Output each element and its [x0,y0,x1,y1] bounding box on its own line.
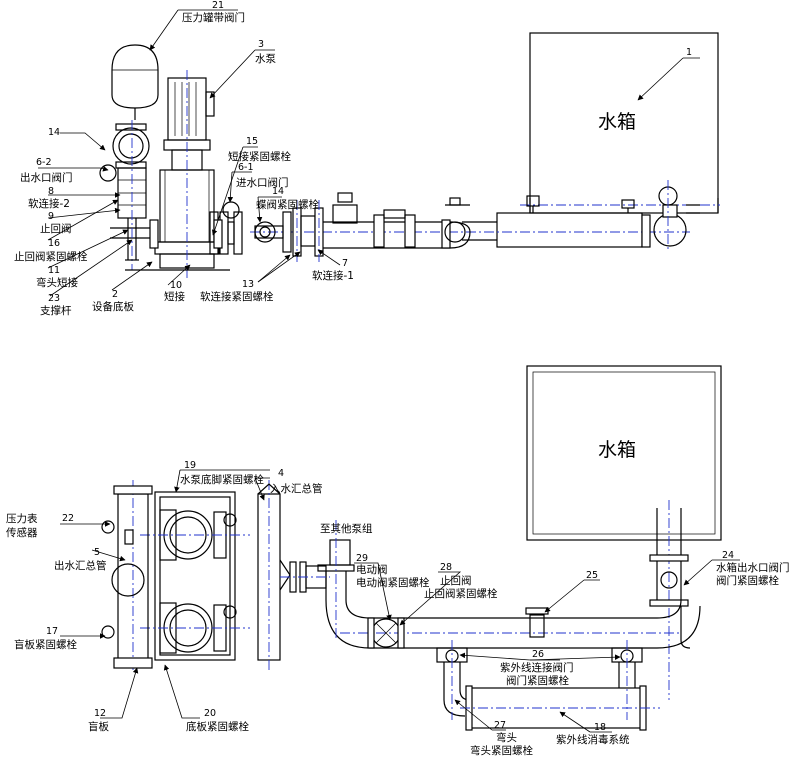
callout-28-text-2: 止回阀紧固螺栓 [424,587,498,600]
callout-26-text-2: 阀门紧固螺栓 [506,674,569,687]
callout-29-text-1: 电动阀 [356,563,388,576]
callout-18-text: 紫外线消毒系统 [556,733,630,746]
callout-12-num: 12 [94,708,106,719]
bottom-main-pipe [317,520,701,649]
callout-27-text-2: 弯头紧固螺栓 [470,744,533,757]
callout-18-num: 18 [594,722,606,733]
callout-2-text: 设备底板 [92,300,134,313]
bottom-leaders [60,469,740,733]
bottom-outlet-header [101,480,153,670]
callout-2-num: 2 [112,289,118,300]
callout-25-num: 25 [586,570,598,581]
bottom-view: 水箱 [6,365,790,757]
callout-6-2-text: 出水口阀门 [20,171,73,184]
callout-5-num: 5 [94,547,100,558]
top-pump [110,70,223,280]
callout-17-text: 盲板紧固螺栓 [14,638,77,651]
callout-11-num: 11 [48,265,60,276]
callout-6-2-num: 6-2 [36,157,52,168]
callout-20-text: 底板紧固螺栓 [186,720,249,733]
callout-15-text: 短接紧固螺栓 [228,150,291,163]
callout-27-text-1: 弯头 [496,731,517,744]
callout-19-num: 19 [184,460,196,471]
callout-28-num: 28 [440,562,452,573]
callout-12-text: 盲板 [88,720,109,733]
callout-5-text: 出水汇总管 [54,559,107,572]
callout-10-num: 10 [170,280,182,291]
callout-16-text: 止回阀紧固螺栓 [14,250,88,263]
callout-27-num: 27 [494,720,506,731]
callout-6-1-num: 6-1 [238,162,254,173]
callout-1-num: 1 [686,47,692,58]
callout-28-text-1: 止回阀 [440,574,472,587]
top-view: 水箱 [14,0,720,317]
callout-21-num: 21 [212,0,224,11]
callout-23-num: 23 [48,293,60,304]
callout-22-text-1: 压力表 [6,512,38,525]
callout-29-text-2: 电动阀紧固螺栓 [356,576,430,589]
callout-21-text: 压力罐带阀门 [182,11,245,24]
callout-22-num: 22 [62,513,74,524]
callout-13-text: 软连接紧固螺栓 [200,290,274,303]
callout-16-num: 16 [48,238,60,249]
callout-15-num: 15 [246,136,258,147]
callout-7-num: 7 [342,258,348,269]
callout-9-text: 止回阀 [40,222,72,235]
callout-13-num: 13 [242,279,254,290]
callout-9-num: 9 [48,211,54,222]
callout-14b-num: 14 [272,186,284,197]
callout-8-num: 8 [48,186,54,197]
callout-to-other-pumps: 至其他泵组 [320,522,373,535]
callout-7-text: 软连接-1 [312,269,354,282]
callout-4-text: 入水汇总管 [270,482,323,495]
bottom-pump-frame [140,491,250,661]
callout-23-text: 支撑杆 [40,304,72,317]
bottom-water-tank [526,365,722,541]
callout-19-text: 水泵底脚紧固螺栓 [180,473,264,486]
top-leaders [38,9,700,297]
bottom-tank-label: 水箱 [598,439,636,461]
callout-29-num: 29 [356,553,368,564]
callout-4-num: 4 [278,468,284,479]
top-pressure-tank [111,44,159,169]
callout-14a-num: 14 [48,127,60,138]
callout-20-num: 20 [204,708,216,719]
callout-22-text-2: 传感器 [6,526,38,539]
top-inline-valves [445,195,635,213]
callout-24-text-1: 水箱出水口阀门 [716,561,790,574]
callout-6-1-text: 进水口阀门 [236,176,289,189]
callout-26-num: 26 [532,649,544,660]
top-tank-label: 水箱 [598,111,636,133]
callout-24-text-2: 阀门紧固螺栓 [716,574,779,587]
callout-14b-text: 蝶阀紧固螺栓 [256,198,319,211]
bottom-inlet-header [257,480,330,670]
callout-3-num: 3 [258,39,264,50]
callout-10-text: 短接 [164,290,185,303]
callout-24-num: 24 [722,550,734,561]
callout-26-text-1: 紫外线连接阀门 [500,661,574,674]
callout-17-num: 17 [46,626,58,637]
callout-3-text: 水泵 [255,53,276,65]
callout-8-text: 软连接-2 [28,197,70,210]
callout-11-text: 弯头短接 [36,276,78,289]
